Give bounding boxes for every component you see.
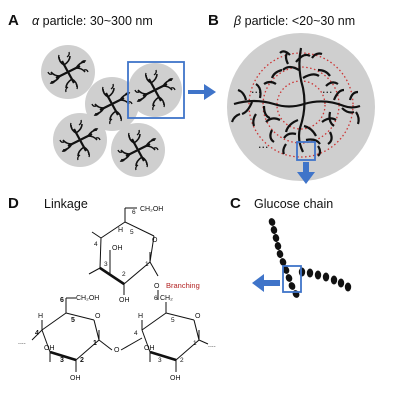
highlight-box-b	[296, 141, 316, 161]
top-ch2oh: CH₂OH	[140, 206, 163, 213]
br-c3: 3	[158, 357, 162, 364]
bl-c3: 3	[60, 357, 64, 364]
panel-d-title: Linkage	[44, 197, 88, 211]
bl-c4: 4	[35, 330, 39, 337]
arrow-b-to-c-icon	[297, 162, 315, 184]
br-c6: 6	[154, 295, 158, 302]
top-oh1: OH	[112, 245, 123, 252]
bl-oh1: OH	[44, 345, 55, 352]
panel-b-title: β particle: <20~30 nm	[233, 14, 355, 28]
top-h: H	[118, 227, 123, 234]
bl-h: H	[38, 313, 43, 320]
bl-ring-o: O	[95, 313, 101, 320]
panel-d-letter: D	[8, 195, 19, 212]
panel-b-greek: β	[233, 14, 241, 28]
top-oh2: OH	[119, 297, 130, 304]
highlight-box	[127, 61, 185, 119]
br-oh1: OH	[144, 345, 155, 352]
top-ring-o: O	[152, 237, 158, 244]
arrow-c-to-d-icon	[252, 274, 280, 292]
amylopectin-branches	[230, 47, 361, 157]
panel-b: B β particle: <20~30 nm ... ... ...	[208, 12, 375, 184]
chain-ellipsis-right: ....	[208, 342, 216, 349]
chain-ellipsis-left: ....	[18, 339, 26, 346]
glycosidic-o: O	[114, 347, 120, 354]
bl-c6: 6	[60, 297, 64, 304]
ellipsis-bottom: ...	[258, 137, 268, 151]
beta-particle-enlarged	[227, 33, 375, 181]
br-ring-o: O	[195, 313, 201, 320]
branch-o: O	[154, 283, 160, 290]
br-ch2: CH₂	[160, 295, 173, 302]
glucose-ring-bottom-left: CH₂OH 6 5 4 3 2 1 O OH OH H	[31, 295, 113, 382]
br-c5: 5	[171, 317, 175, 324]
panel-d: D Linkage CH₂OH 6 5 4	[8, 195, 216, 382]
top-c4: 4	[94, 241, 98, 248]
glucose-chain	[268, 218, 352, 298]
panel-a-title: α particle: 30~300 nm	[32, 14, 153, 28]
panel-c-letter: C	[230, 195, 241, 212]
highlight-box-c	[282, 265, 302, 293]
bl-c1: 1	[93, 340, 97, 347]
panel-a-letter: A	[8, 12, 19, 29]
arrow-a-to-b-icon	[188, 84, 216, 100]
bl-oh2: OH	[70, 375, 81, 382]
top-c5: 5	[130, 229, 134, 236]
top-c1: 1	[145, 261, 149, 268]
branching-label: Branching	[166, 281, 200, 290]
br-c1: 1	[193, 340, 197, 347]
br-oh2: OH	[170, 375, 181, 382]
panel-b-letter: B	[208, 12, 219, 29]
panel-a-greek: α	[32, 14, 40, 28]
bl-ch2oh: CH₂OH	[76, 295, 99, 302]
top-c3: 3	[104, 261, 108, 268]
br-c2: 2	[180, 357, 184, 364]
panel-c: C Glucose chain	[230, 195, 352, 298]
panel-c-title: Glucose chain	[254, 197, 333, 211]
br-h: H	[138, 313, 143, 320]
br-c4: 4	[134, 330, 138, 337]
panel-b-title-text: particle: <20~30 nm	[241, 14, 355, 28]
branch-cross	[233, 99, 361, 109]
top-c2: 2	[122, 271, 126, 278]
branch-backbone	[297, 47, 306, 153]
bl-c2: 2	[80, 357, 84, 364]
panel-a-title-text: particle: 30~300 nm	[39, 14, 153, 28]
panel-a: A α particle: 30~300 nm	[8, 12, 216, 177]
ellipsis-left: ...	[251, 82, 261, 96]
ellipsis-right: ...	[322, 82, 332, 96]
glucose-ring-top: CH₂OH 6 5 4 3 2 1 O OH OH H	[88, 206, 163, 304]
glucose-ring-bottom-right: CH₂ 6 5 4 3 2 1 O OH OH H	[120, 295, 209, 382]
top-c6: 6	[132, 209, 136, 216]
bl-c5: 5	[71, 317, 75, 324]
alpha-particle-cluster	[41, 45, 182, 177]
